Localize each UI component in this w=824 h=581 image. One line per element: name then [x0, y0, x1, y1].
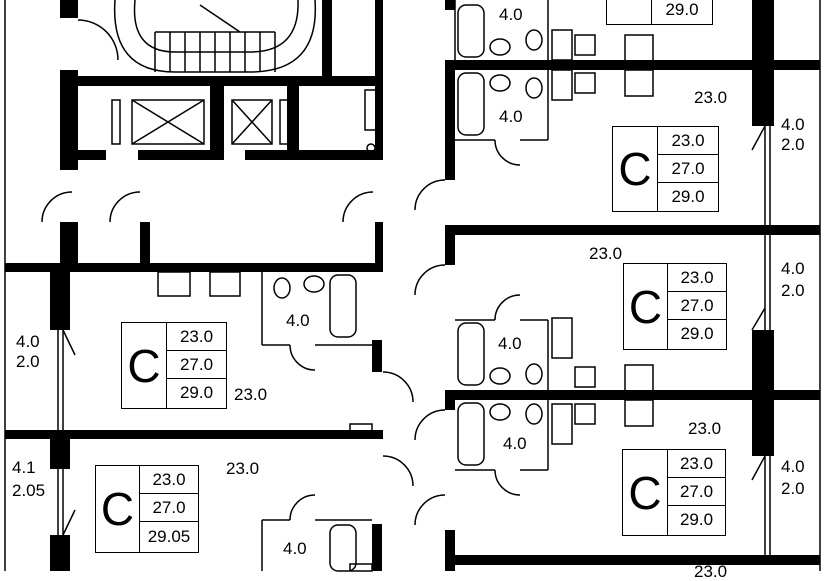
unit-area-cell: 29.0 — [179, 383, 214, 402]
room-area-label: 23.0 — [694, 562, 728, 581]
unit-type-letter: C — [100, 483, 135, 535]
balcony-area-label: 4.0 — [781, 457, 805, 476]
unit-type-letter: C — [618, 143, 652, 195]
unit-type-card: C 23.0 27.0 29.05 — [95, 465, 199, 553]
unit-area-cell: 29.0 — [671, 186, 705, 206]
balcony-area-label: 2.0 — [781, 479, 805, 498]
unit-area-cell: 29.0 — [680, 324, 714, 343]
unit-type-card: C 23.0 27.0 29.0 — [623, 263, 727, 350]
unit-area-cell: 23.0 — [167, 323, 226, 351]
balcony-area-label: 2.0 — [16, 352, 40, 371]
unit-area-cell: 29.0 — [679, 510, 714, 529]
bath-area-label: 4.0 — [283, 539, 307, 558]
bath-area-label: 4.0 — [286, 311, 310, 330]
unit-area-cell: 27.0 — [658, 155, 718, 183]
room-area-label: 23.0 — [688, 419, 722, 438]
unit-type-letter: C — [628, 466, 662, 519]
bath-area-label: 4.0 — [503, 434, 527, 453]
thick-walls — [5, 0, 820, 571]
unit-type-card: C 23.0 27.0 29.0 — [121, 322, 227, 409]
room-area-label: 23.0 — [234, 385, 268, 404]
balcony-area-label: 2.0 — [781, 135, 805, 154]
unit-area-cell: 27.0 — [668, 478, 725, 506]
unit-type-letter: C — [127, 339, 161, 392]
unit-area-cell: 23.0 — [140, 466, 198, 494]
balcony-area-label: 4.0 — [781, 115, 805, 134]
unit-area-cell: 23.0 — [668, 450, 725, 478]
unit-area-cell: 29.05 — [147, 526, 191, 546]
unit-type-card: 29.0 — [606, 0, 713, 25]
unit-type-card: C 23.0 27.0 29.0 — [622, 449, 726, 536]
thin-walls — [4, 0, 821, 572]
room-area-label: 23.0 — [694, 88, 728, 107]
unit-area-cell: 23.0 — [668, 264, 726, 292]
balcony-area-label: 4.0 — [781, 259, 805, 278]
balcony-area-label: 2.0 — [781, 281, 805, 300]
bath-area-label: 4.0 — [498, 334, 522, 353]
bath-area-label: 4.0 — [499, 5, 523, 24]
balcony-area-label: 4.0 — [16, 332, 40, 351]
unit-area-cell: 27.0 — [140, 494, 198, 522]
unit-area-cell: 27.0 — [167, 351, 226, 379]
unit-type-letter: C — [628, 280, 663, 333]
unit-area-cell: 27.0 — [668, 292, 726, 320]
balcony-area-label: 2.05 — [12, 481, 46, 500]
balcony-area-label: 4.1 — [12, 458, 36, 477]
unit-type-card: C 23.0 27.0 29.0 — [612, 126, 719, 212]
unit-area-cell: 23.0 — [658, 127, 718, 155]
bath-area-label: 4.0 — [499, 107, 523, 126]
room-area-label: 23.0 — [589, 244, 623, 263]
room-area-label: 23.0 — [226, 459, 260, 478]
unit-area-cell: 29.0 — [665, 0, 699, 19]
